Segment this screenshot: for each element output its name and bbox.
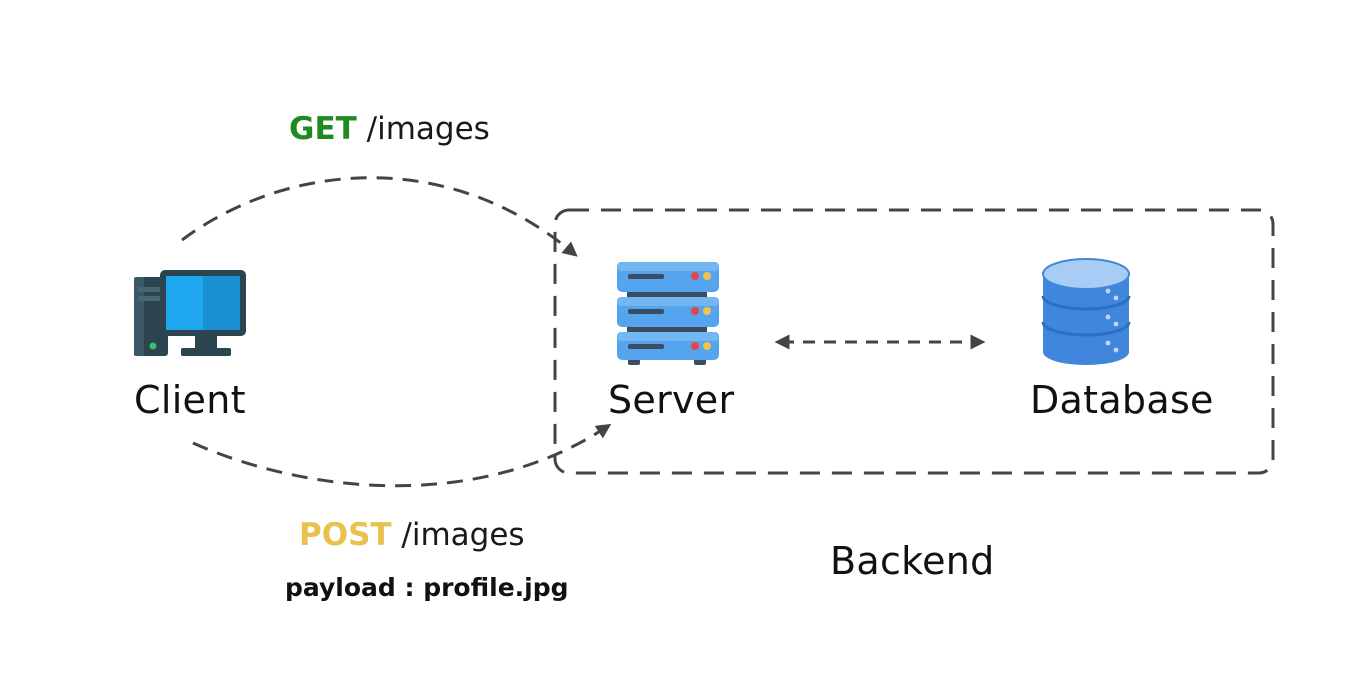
- post-path: /images: [401, 517, 525, 553]
- backend-group-box: [553, 208, 1275, 475]
- get-method: GET: [289, 111, 357, 147]
- backend-label: Backend: [830, 539, 995, 583]
- server-label: Server: [608, 378, 735, 422]
- client-label: Client: [134, 378, 246, 422]
- get-request-arrow: [181, 176, 578, 257]
- post-payload-label: payload : profile.jpg: [285, 573, 569, 602]
- post-method: POST: [299, 517, 392, 553]
- database-label: Database: [1030, 378, 1214, 422]
- post-request-label: POST /images: [299, 520, 525, 551]
- post-request-arrow: [192, 423, 612, 488]
- server-rack-icon: [617, 262, 719, 365]
- get-request-label: GET /images: [289, 114, 490, 145]
- desktop-computer-icon: [134, 270, 246, 356]
- database-cylinder-icon: [1041, 258, 1131, 365]
- get-path: /images: [366, 111, 490, 147]
